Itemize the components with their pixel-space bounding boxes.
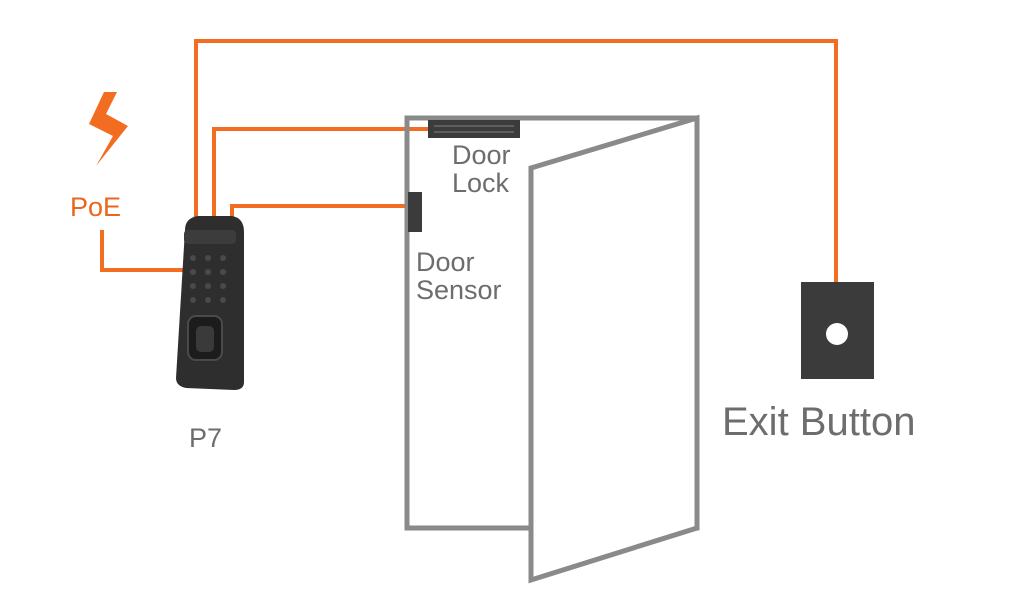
poe-label: PoE (70, 192, 122, 222)
wire-poe (100, 230, 185, 272)
push-button-icon (826, 323, 848, 345)
wire-door-sensor (230, 204, 410, 222)
door-sensor-label-line1: Door (416, 247, 475, 277)
device-label: P7 (189, 423, 223, 453)
lightning-bolt-icon (89, 92, 128, 166)
door-leaf (528, 114, 700, 584)
fingerprint-reader-icon (176, 216, 244, 390)
wire-door-lock (212, 127, 430, 222)
door-lock-label-line2: Lock (452, 168, 510, 198)
door-lock-device (428, 120, 520, 138)
door-lock-label-line1: Door (452, 140, 511, 170)
door-sensor-label-line2: Sensor (416, 275, 502, 305)
door-sensor-device (408, 192, 422, 232)
exit-button-label: Exit Button (722, 400, 916, 444)
wire-exit-button (194, 39, 838, 282)
